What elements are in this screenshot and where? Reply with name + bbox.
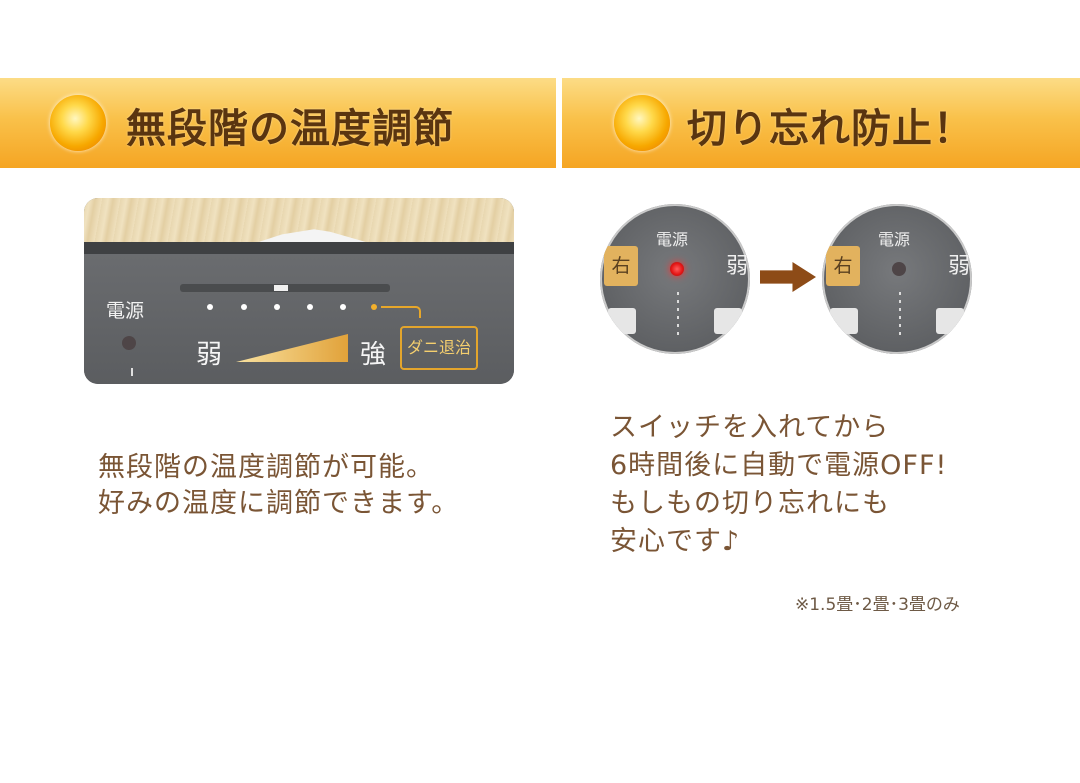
banner-auto-off: 切り忘れ防止！ — [562, 78, 1080, 168]
panel-top-edge — [84, 242, 514, 254]
mite-mode-label: ダニ退治 — [400, 326, 478, 370]
right-label: 右 — [826, 246, 860, 286]
strong-label: 強 — [360, 340, 387, 370]
indicator-dots — [899, 292, 901, 336]
power-label: 電源 — [878, 230, 911, 249]
closeup-power-off: 電源 右 弱 — [822, 204, 972, 354]
level-dot — [207, 304, 213, 310]
button-tab — [830, 308, 858, 334]
level-dot — [241, 304, 247, 310]
level-dot-mite — [371, 304, 377, 310]
level-dot — [274, 304, 280, 310]
banner-title: 無段階の温度調節 — [126, 106, 454, 152]
level-dot — [340, 304, 346, 310]
power-lamp-off — [892, 262, 906, 276]
footnote: ※1.5畳･2畳･3畳のみ — [795, 595, 960, 615]
slider-marker — [274, 285, 288, 291]
button-tab — [608, 308, 636, 334]
description-temperature: 無段階の温度調節が可能。 好みの温度に調節できます。 — [98, 452, 460, 519]
right-arrow-icon — [760, 262, 816, 292]
indicator-dots — [677, 292, 679, 336]
description-auto-off: スイッチを入れてから 6時間後に自動で電源OFF! もしもの切り忘れにも 安心で… — [610, 412, 948, 557]
power-label: 電源 — [656, 230, 689, 249]
button-tab — [714, 308, 742, 334]
sun-orb-icon — [614, 95, 670, 151]
weak-label: 弱 — [196, 340, 223, 370]
power-lamp — [122, 336, 136, 350]
weak-label: 弱 — [726, 254, 749, 279]
weak-label: 弱 — [948, 254, 971, 279]
power-lamp-on — [670, 262, 684, 276]
banner-title: 切り忘れ防止！ — [687, 106, 974, 152]
sun-orb-icon — [50, 95, 106, 151]
panel-face — [84, 254, 514, 384]
closeup-power-on: 電源 右 弱 — [600, 204, 750, 354]
button-tab — [936, 308, 964, 334]
right-label: 右 — [604, 246, 638, 286]
power-label: 電源 — [106, 300, 145, 322]
power-indicator-dot — [131, 368, 133, 376]
banner-stepless-temperature: 無段階の温度調節 — [0, 78, 556, 168]
control-panel-illustration: 電源 弱 強 ダニ退治 — [84, 198, 514, 384]
level-dot — [307, 304, 313, 310]
mite-connector — [381, 306, 421, 318]
